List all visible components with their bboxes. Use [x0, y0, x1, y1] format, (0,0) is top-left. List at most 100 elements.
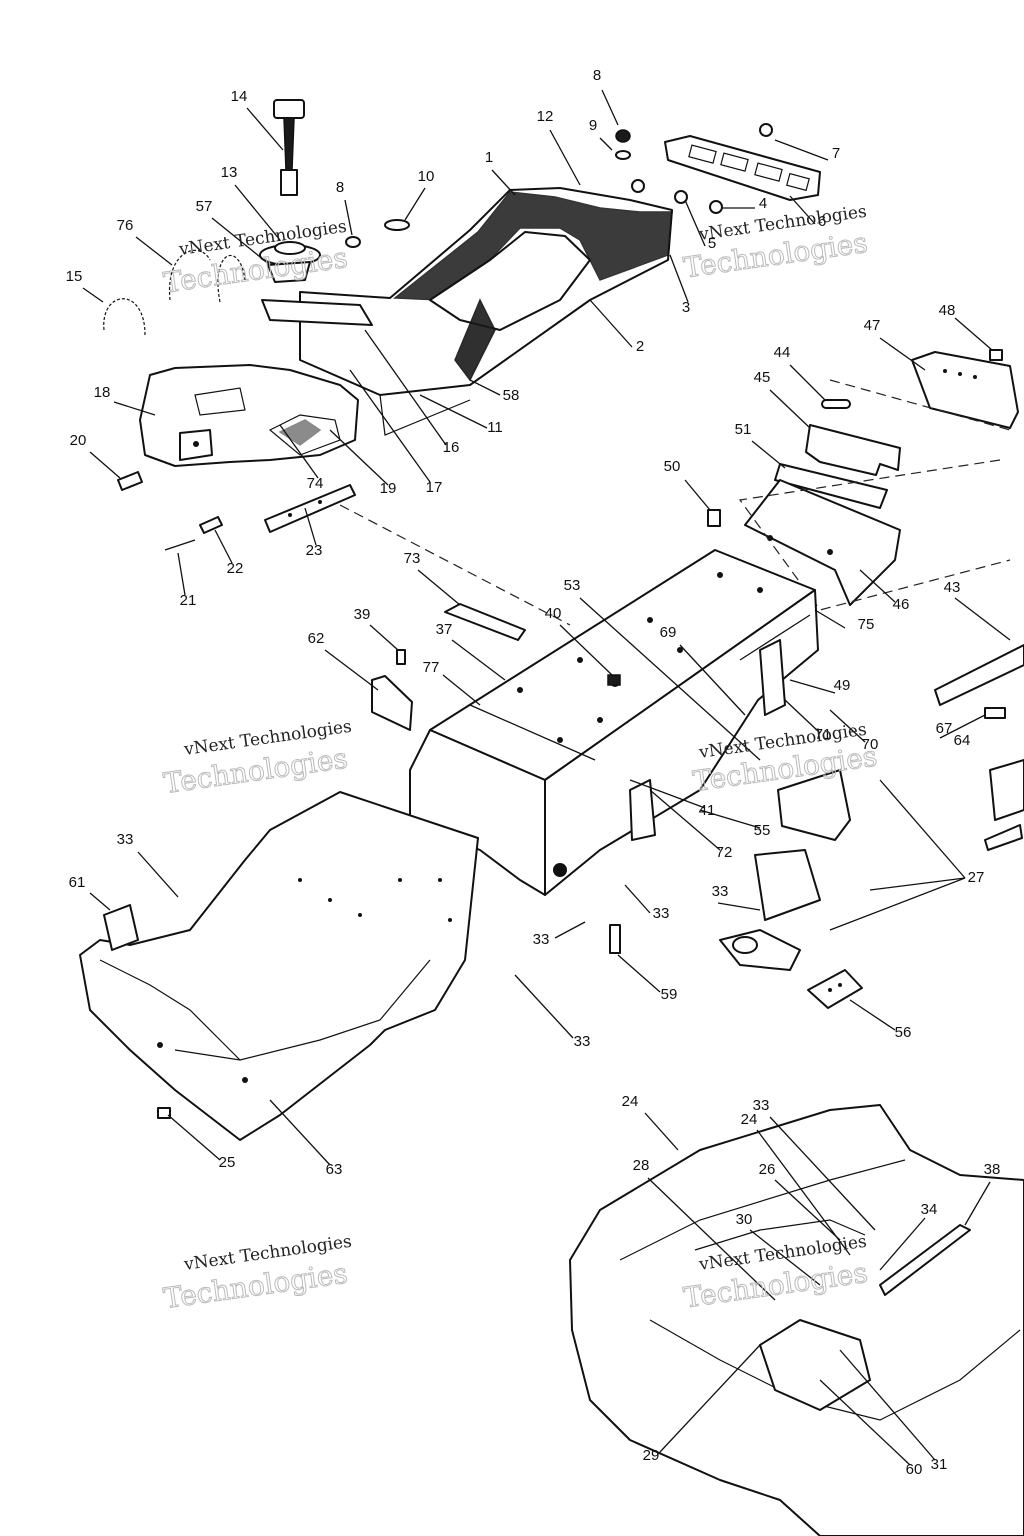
bracket-64[interactable]: [989, 759, 1024, 821]
hitch-27[interactable]: [719, 849, 821, 971]
callout-c46: 46: [893, 596, 910, 613]
callout-c56: 56: [895, 1024, 912, 1041]
callout-c37: 37: [436, 621, 453, 638]
callout-c19: 19: [380, 480, 397, 497]
bracket-61[interactable]: [103, 904, 139, 951]
rail-43[interactable]: [934, 644, 1024, 706]
callout-c33f: 33: [753, 1097, 770, 1114]
callout-c70: 70: [862, 736, 879, 753]
callout-c9: 9: [589, 117, 597, 134]
callout-c20: 20: [70, 432, 87, 449]
callout-c77: 77: [423, 659, 440, 676]
callout-c48: 48: [939, 302, 956, 319]
callout-c55: 55: [754, 822, 771, 839]
callout-c74: 74: [307, 475, 324, 492]
washer-9[interactable]: [615, 150, 631, 160]
pad-44[interactable]: [821, 399, 851, 409]
callout-c30: 30: [736, 1211, 753, 1228]
callout-c33e: 33: [574, 1033, 591, 1050]
bolt-59[interactable]: [609, 924, 621, 954]
callout-c45: 45: [754, 369, 771, 386]
callout-c58: 58: [503, 387, 520, 404]
fuel-hoses-76[interactable]: [168, 249, 246, 303]
strap-23[interactable]: [264, 484, 356, 533]
callout-c28: 28: [633, 1157, 650, 1174]
callout-c51: 51: [735, 421, 752, 438]
filler-neck-13[interactable]: [259, 241, 321, 283]
bracket-72[interactable]: [629, 779, 656, 841]
nut-25[interactable]: [157, 1107, 171, 1119]
fitting-22[interactable]: [199, 516, 223, 534]
callout-c14: 14: [231, 88, 248, 105]
tunnel-37[interactable]: [409, 549, 819, 896]
tail-bracket-6[interactable]: [664, 135, 821, 201]
callout-c63: 63: [326, 1161, 343, 1178]
callout-c60: 60: [906, 1461, 923, 1478]
hitch-plate-55[interactable]: [777, 769, 851, 841]
callout-c33b: 33: [712, 883, 729, 900]
callout-c7: 7: [832, 145, 840, 162]
plate-51[interactable]: [774, 463, 888, 509]
bracket-62[interactable]: [371, 675, 413, 731]
callout-c15: 15: [66, 268, 83, 285]
callout-c18: 18: [94, 384, 111, 401]
callout-c71: 71: [815, 726, 832, 743]
callout-c2: 2: [636, 338, 644, 355]
rail-73[interactable]: [444, 603, 526, 641]
callout-c72: 72: [716, 844, 733, 861]
callout-c31: 31: [931, 1456, 948, 1473]
fuel-cap-14[interactable]: [273, 99, 305, 196]
callout-c29: 29: [643, 1447, 660, 1464]
callout-c75: 75: [858, 616, 875, 633]
callout-c41: 41: [699, 802, 716, 819]
seal-10[interactable]: [384, 219, 410, 231]
callout-c24a: 24: [622, 1093, 639, 1110]
callout-c17: 17: [426, 479, 443, 496]
plate-49[interactable]: [759, 639, 786, 716]
callout-c34: 34: [921, 1201, 938, 1218]
bolt-48[interactable]: [989, 349, 1003, 361]
leader-lines: [82, 89, 1011, 1466]
callout-c67: 67: [936, 720, 953, 737]
bolt-67[interactable]: [984, 707, 1006, 719]
callout-c3: 3: [682, 299, 690, 316]
seat-assembly[interactable]: [261, 187, 673, 436]
plate-40[interactable]: [607, 674, 621, 686]
callout-c8a: 8: [336, 179, 344, 196]
fuel-tank-18[interactable]: [139, 364, 359, 467]
callout-c43: 43: [944, 579, 961, 596]
washer-8-left[interactable]: [345, 236, 361, 248]
callout-c40: 40: [545, 605, 562, 622]
block-56[interactable]: [807, 969, 863, 1009]
callout-c33a: 33: [117, 831, 134, 848]
callout-c27: 27: [968, 869, 985, 886]
rod-21[interactable]: [164, 539, 196, 551]
fuel-hose-15[interactable]: [103, 298, 146, 336]
callout-c33c: 33: [653, 905, 670, 922]
nut-8-right[interactable]: [615, 129, 631, 143]
callout-c49: 49: [834, 677, 851, 694]
callout-c1: 1: [485, 149, 493, 166]
callout-c16: 16: [443, 439, 460, 456]
flap-47[interactable]: [911, 351, 1019, 429]
bolt-39[interactable]: [396, 649, 406, 665]
callout-c21: 21: [180, 592, 197, 609]
callout-c73: 73: [404, 550, 421, 567]
callout-c8b: 8: [593, 67, 601, 84]
callout-c26: 26: [759, 1161, 776, 1178]
callout-c62: 62: [308, 630, 325, 647]
bolts-4-5-7[interactable]: [631, 123, 773, 214]
callout-c33d: 33: [533, 931, 550, 948]
belly-pan-63[interactable]: [79, 791, 479, 1141]
rear-bumper-46[interactable]: [744, 479, 901, 606]
bolt-50[interactable]: [707, 509, 721, 527]
callout-c4: 4: [759, 195, 767, 212]
callout-c10: 10: [418, 168, 435, 185]
strip-63-right[interactable]: [984, 824, 1023, 851]
callout-c22: 22: [227, 560, 244, 577]
bracket-45[interactable]: [805, 424, 901, 476]
callout-c5: 5: [708, 235, 716, 252]
fuel-fitting-20[interactable]: [117, 471, 143, 491]
